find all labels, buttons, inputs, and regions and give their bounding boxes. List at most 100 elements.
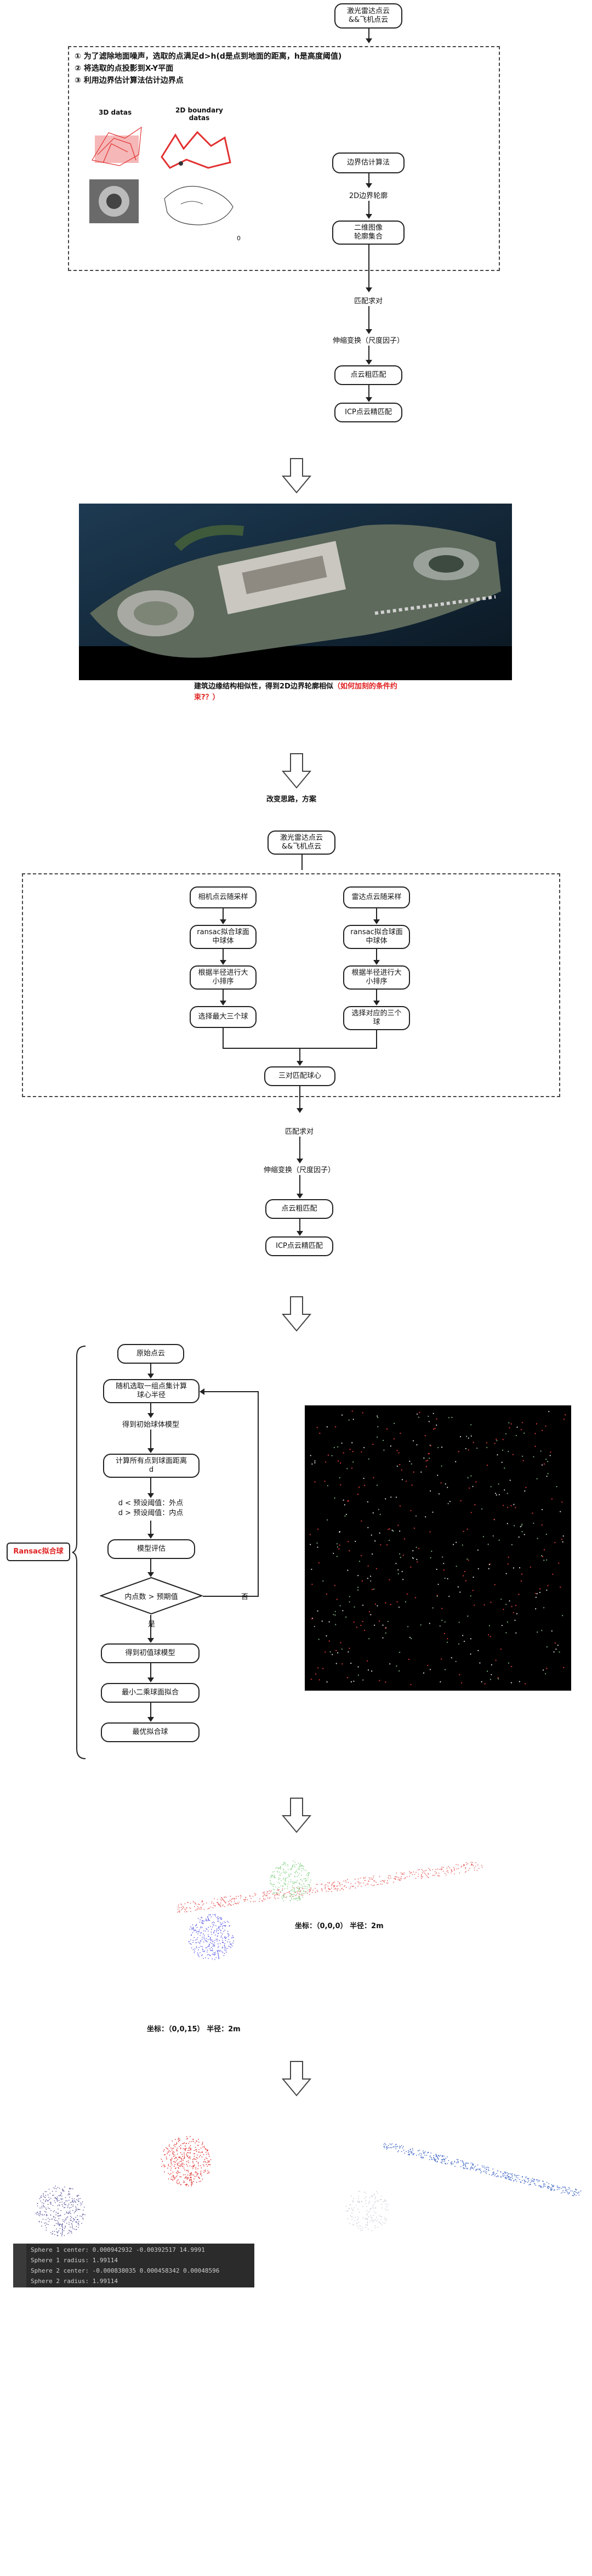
scatter-point (520, 1580, 522, 1582)
scatter-point (551, 1498, 553, 1500)
red-sphere-point (164, 2171, 165, 2173)
green-sphere-point (275, 1867, 277, 1869)
plane-point (245, 1896, 247, 1898)
plane-point (574, 2193, 575, 2195)
blue-sphere-point (59, 2195, 61, 2196)
scatter-point (521, 1523, 523, 1525)
scatter-point (539, 1591, 540, 1594)
plane-point (556, 2189, 558, 2190)
lidar-aircraft-pointcloud-node-2: 激光雷达点云 &&飞机点云 (267, 831, 335, 855)
blue-sphere-point (225, 1940, 226, 1941)
blue-sphere-point (213, 1952, 215, 1953)
scatter-point (549, 1455, 551, 1456)
blue-sphere-point (39, 2198, 41, 2199)
scatter-point (348, 1541, 349, 1543)
blue-sphere-point (72, 2204, 74, 2206)
plane-point (333, 1888, 335, 1890)
green-sphere-point (294, 1872, 296, 1873)
green-sphere-point (274, 1884, 275, 1885)
scatter-point (430, 1445, 431, 1447)
red-sphere-point (178, 2165, 180, 2167)
scatter-point (374, 1540, 376, 1542)
blue-sphere-point (213, 1944, 214, 1946)
blue-sphere-point (222, 1937, 224, 1939)
plane-point (459, 1872, 460, 1874)
green-sphere-point (309, 1882, 311, 1883)
scatter-point (318, 1562, 320, 1564)
red-sphere-point (163, 2150, 164, 2152)
scatter-point (408, 1658, 410, 1660)
scatter-point (470, 1512, 472, 1513)
blue-sphere-point (57, 2205, 58, 2206)
plane-point (500, 2171, 501, 2173)
green-sphere-point (270, 1877, 271, 1879)
plane-point (520, 2181, 521, 2183)
scatter-point (364, 1484, 366, 1486)
green-sphere-point (280, 1866, 281, 1867)
blue-sphere-point (56, 2196, 58, 2197)
scatter-point (316, 1427, 318, 1428)
green-sphere-point (308, 1884, 310, 1885)
plane-point (562, 2190, 564, 2191)
plane-point (463, 2168, 464, 2169)
plane-point (465, 1867, 466, 1868)
scatter-point (477, 1549, 479, 1551)
green-sphere-point (298, 1890, 299, 1892)
red-sphere-point (191, 2179, 192, 2180)
green-sphere-point (276, 1867, 277, 1868)
arrowhead (147, 1638, 154, 1643)
green-sphere-point (295, 1899, 297, 1900)
plane-point (436, 2155, 437, 2156)
plane-point (181, 1904, 183, 1906)
blue-sphere-point (216, 1931, 218, 1933)
plane-point (568, 2193, 570, 2194)
scatter-point (546, 1589, 548, 1591)
scatter-point (486, 1447, 488, 1448)
scatter-point (518, 1594, 520, 1595)
scatter-point (505, 1433, 506, 1434)
boundary-estimation-node: 边界估计算法 (332, 152, 405, 173)
green-sphere-point (308, 1877, 309, 1878)
blue-sphere-point (52, 2218, 53, 2220)
plane-point (481, 1866, 483, 1868)
scatter-point (558, 1562, 560, 1564)
red-sphere-point (164, 2166, 166, 2167)
blue-sphere-point (206, 1928, 207, 1929)
red-sphere-point (164, 2165, 166, 2166)
scatter-point (314, 1481, 316, 1483)
scatter-point (360, 1624, 362, 1626)
scatter-point (543, 1607, 545, 1608)
plane-point (367, 1883, 369, 1885)
campus-aerial-pointcloud-image (79, 504, 512, 680)
blue-sphere-point (68, 2232, 70, 2234)
blue-sphere-point (77, 2215, 78, 2217)
scatter-point (530, 1566, 531, 1568)
arrowhead (366, 329, 372, 334)
blue-sphere-point (231, 1945, 233, 1947)
blue-sphere-point (45, 2199, 47, 2200)
blue-sphere-point (57, 2232, 58, 2234)
scatter-point (562, 1541, 563, 1543)
scatter-point (500, 1598, 502, 1600)
blue-sphere-point (201, 1923, 203, 1924)
plane-point (577, 2193, 578, 2194)
plane-point (480, 2172, 481, 2173)
scatter-point (553, 1651, 555, 1653)
plane-point (373, 1877, 374, 1879)
gray-sphere-point (366, 2196, 367, 2197)
red-sphere-point (198, 2181, 200, 2182)
red-sphere-point (206, 2158, 208, 2159)
plane-point (465, 1868, 466, 1869)
scatter-point (386, 1544, 388, 1546)
green-sphere-point (293, 1882, 294, 1883)
blue-sphere-point (37, 2202, 38, 2204)
red-sphere-point (173, 2148, 174, 2149)
blue-sphere-point (68, 2213, 69, 2214)
scatter-point (371, 1670, 373, 1672)
gray-sphere-point (356, 2225, 358, 2227)
blue-sphere-point (62, 2226, 64, 2228)
plane-point (546, 2182, 548, 2183)
red-sphere-point (202, 2142, 203, 2143)
scatter-point (489, 1636, 491, 1637)
scatter-point (562, 1615, 563, 1617)
